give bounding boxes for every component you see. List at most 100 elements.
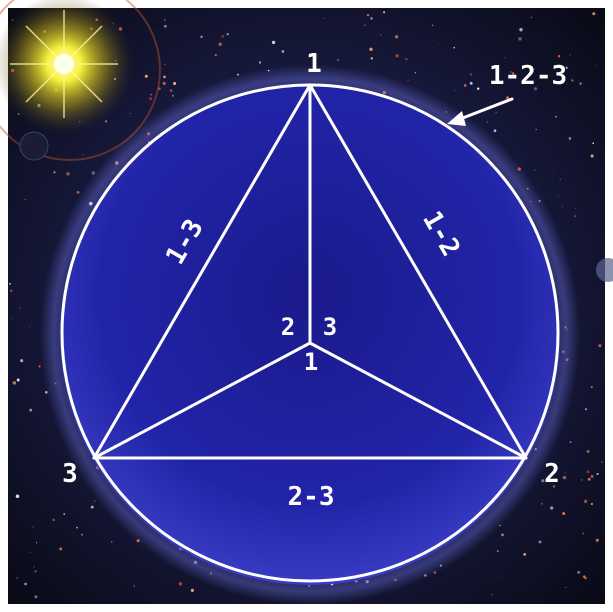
- planet-icon: [20, 132, 48, 160]
- star: [29, 409, 32, 412]
- star: [582, 532, 584, 534]
- star: [562, 512, 565, 515]
- star: [227, 33, 229, 35]
- star: [13, 381, 17, 385]
- star: [215, 54, 217, 56]
- star: [145, 75, 148, 78]
- star: [598, 344, 601, 347]
- star: [134, 585, 135, 586]
- star: [558, 55, 560, 57]
- star: [24, 583, 27, 586]
- star: [454, 90, 455, 91]
- star: [501, 534, 504, 537]
- star: [16, 495, 20, 499]
- star: [19, 307, 21, 309]
- star: [17, 379, 20, 382]
- star: [415, 72, 416, 73]
- star: [259, 61, 261, 63]
- star: [91, 506, 94, 509]
- star: [367, 14, 369, 16]
- star: [569, 137, 572, 140]
- star: [59, 547, 62, 550]
- star: [272, 41, 275, 44]
- star: [535, 169, 536, 170]
- star: [585, 408, 587, 410]
- star: [191, 589, 194, 592]
- star: [218, 42, 221, 45]
- star: [337, 59, 339, 61]
- star: [470, 73, 472, 75]
- star: [541, 503, 543, 505]
- star: [439, 43, 440, 44]
- star: [587, 450, 590, 453]
- star: [583, 575, 586, 578]
- star: [111, 541, 113, 543]
- star: [17, 577, 18, 578]
- star: [591, 154, 594, 157]
- star: [581, 479, 582, 480]
- star: [563, 476, 566, 479]
- star: [504, 57, 505, 58]
- star: [371, 57, 373, 59]
- star: [596, 65, 597, 66]
- star: [491, 594, 493, 596]
- star: [164, 25, 167, 28]
- star: [477, 88, 479, 90]
- circle-label-1-2-3: 1-2-3: [489, 61, 567, 91]
- star: [574, 215, 576, 217]
- star: [571, 79, 573, 81]
- star: [81, 534, 83, 536]
- star: [570, 441, 572, 443]
- center-label-2: 2: [281, 313, 295, 341]
- star: [383, 11, 385, 13]
- star: [370, 17, 373, 20]
- star: [163, 82, 166, 85]
- star: [395, 35, 398, 38]
- star: [432, 25, 433, 26]
- star: [29, 326, 30, 327]
- star: [470, 82, 473, 85]
- star: [601, 461, 603, 463]
- star: [494, 129, 497, 132]
- star: [592, 142, 594, 144]
- star: [464, 84, 467, 87]
- center-label-3: 3: [323, 313, 337, 341]
- star: [163, 76, 166, 79]
- star: [52, 519, 54, 521]
- star: [575, 208, 576, 209]
- star: [562, 206, 563, 207]
- star: [77, 191, 80, 194]
- star: [531, 16, 533, 18]
- star: [519, 28, 522, 31]
- star: [597, 473, 599, 475]
- star: [497, 550, 499, 552]
- star: [172, 95, 174, 97]
- star: [539, 540, 542, 543]
- star: [130, 113, 131, 114]
- star: [76, 527, 78, 529]
- star: [66, 172, 70, 176]
- star: [221, 35, 224, 38]
- vertex-label-1: 1: [306, 49, 322, 79]
- star: [407, 80, 408, 81]
- star: [569, 54, 570, 55]
- star: [364, 24, 366, 26]
- star: [518, 37, 522, 41]
- star: [164, 64, 165, 65]
- star: [395, 54, 398, 57]
- star: [565, 472, 566, 473]
- star: [584, 500, 588, 504]
- star: [536, 129, 537, 130]
- star: [596, 539, 599, 542]
- star: [36, 542, 37, 543]
- star: [33, 566, 34, 567]
- star: [565, 587, 566, 588]
- star: [558, 195, 559, 196]
- star: [9, 283, 11, 285]
- star: [10, 290, 12, 292]
- star: [39, 365, 41, 367]
- star: [453, 47, 455, 49]
- star: [579, 82, 581, 84]
- star: [33, 527, 34, 528]
